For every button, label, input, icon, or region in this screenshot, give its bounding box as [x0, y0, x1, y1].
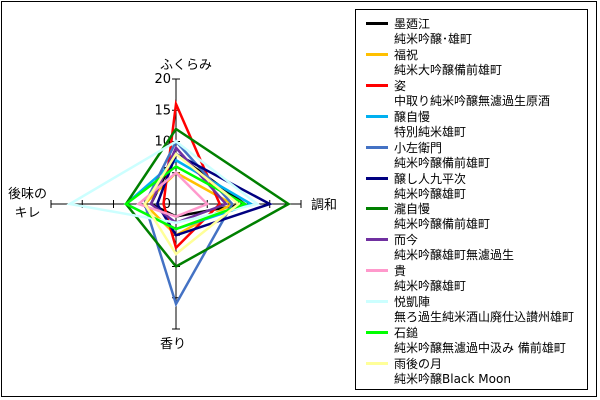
legend-item: 小左衛門純米吟醸備前雄町 [356, 140, 586, 170]
legend-swatch [366, 114, 388, 118]
legend-sub: 無ろ過生純米酒山廃仕込讃州雄町 [394, 310, 575, 325]
legend-sub: 特別純米雄町 [394, 124, 467, 139]
legend-name: 醸し人九平次 [394, 171, 467, 186]
axis-label-chowa: 調和 [311, 194, 337, 213]
legend-name: 小左衛門 [394, 140, 443, 155]
legend-sub: 純米吟醸備前雄町 [394, 155, 491, 170]
series-12 [143, 152, 241, 256]
legend-name: 悦凱陣 [394, 295, 431, 310]
legend-swatch [366, 300, 388, 304]
legend-sub: 純米吟醸･雄町 [394, 32, 473, 46]
axis-label-kaori: 香り [160, 333, 186, 352]
legend-name: 石鎚 [394, 326, 419, 340]
legend-swatch [366, 52, 388, 56]
legend-sub: 純米吟醸雄町 [394, 186, 467, 201]
legend-item: 姿中取り純米吟醸無濾過生原酒 [356, 78, 586, 108]
legend-swatch [366, 238, 388, 242]
axis-label-line: ふくらみ [160, 58, 213, 73]
legend-item: 而今純米吟醸雄町無濾過生 [356, 232, 586, 262]
legend-item: 福祝純米大吟醸備前雄町 [356, 47, 586, 77]
legend-swatch [366, 269, 388, 273]
legend-sub: 純米大吟醸備前雄町 [394, 62, 503, 77]
legend-swatch [366, 22, 388, 25]
legend-swatch [366, 207, 388, 211]
legend-name: 雨後の月 [394, 356, 443, 371]
legend-name: 而今 [394, 233, 419, 248]
series-6 [155, 152, 273, 237]
series-7 [124, 127, 291, 269]
legend-item: 醸自慢特別純米雄町 [356, 109, 586, 139]
axis-label-line: 調和 [311, 198, 338, 213]
legend-name: 墨廼江 [394, 17, 431, 31]
legend-item: 瀧自慢純米吟醸備前雄町 [356, 201, 586, 231]
tick-label: 15 [154, 103, 171, 118]
axis-label-fukurami: ふくらみ [160, 54, 212, 73]
axis-label-kire: 後味のキレ [8, 183, 47, 221]
legend-swatch [366, 83, 388, 87]
legend-item: 石鎚純米吟醸無濾過中汲み 備前雄町 [356, 325, 586, 355]
legend-sub: 純米吟醸雄町無濾過生 [394, 248, 515, 263]
axis-label-line: キレ [14, 206, 41, 221]
legend-name: 醸自慢 [394, 109, 431, 124]
legend-sub: 純米吟醸備前雄町 [394, 217, 491, 232]
legend-swatch [366, 361, 388, 365]
legend-name: 姿 [394, 78, 407, 93]
legend-sub: 中取り純米吟醸無濾過生原酒 [394, 93, 551, 108]
legend-name: 貴 [394, 264, 407, 279]
legend-sub: 純米吟醸Black Moon [394, 371, 511, 386]
legend-item: 貴純米吟醸雄町 [356, 263, 586, 293]
legend-item: 墨廼江純米吟醸･雄町 [356, 16, 586, 46]
legend-swatch [366, 331, 388, 334]
tick-label: 20 [154, 72, 171, 87]
legend-name: 福祝 [394, 47, 419, 62]
legend-item: 醸し人九平次純米吟醸雄町 [356, 171, 586, 201]
axis-label-line: 後味の [8, 187, 48, 202]
legend-item: 雨後の月純米吟醸Black Moon [356, 356, 586, 386]
legend-item: 悦凱陣無ろ過生純米酒山廃仕込讃州雄町 [356, 294, 586, 324]
tick-label: 0 [163, 197, 171, 212]
legend-name: 瀧自慢 [394, 202, 431, 217]
legend: 墨廼江純米吟醸･雄町福祝純米大吟醸備前雄町姿中取り純米吟醸無濾過生原酒醸自慢特別… [355, 9, 588, 390]
series-10 [66, 139, 261, 225]
legend-swatch [366, 176, 388, 180]
legend-sub: 純米吟醸雄町 [394, 279, 467, 294]
legend-swatch [366, 145, 388, 149]
legend-sub: 純米吟醸無濾過中汲み 備前雄町 [394, 341, 566, 355]
axis-label-line: 香り [160, 337, 187, 352]
